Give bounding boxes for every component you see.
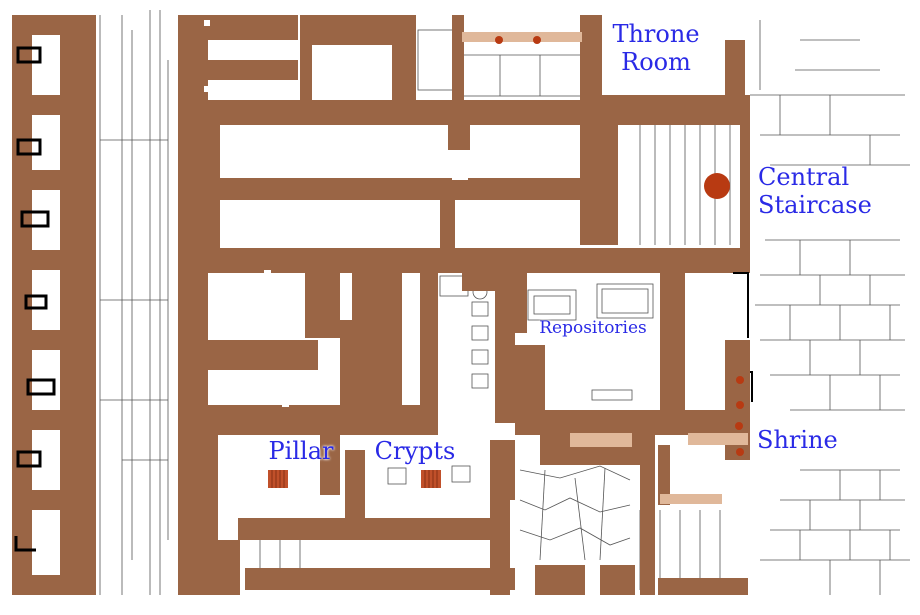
column-base xyxy=(736,376,744,384)
label-shrine: Shrine xyxy=(757,426,838,454)
column-bases xyxy=(495,36,744,456)
column-base xyxy=(533,36,541,44)
label-central-staircase-line2: Staircase xyxy=(758,191,872,219)
label-crypts: Crypts xyxy=(374,437,456,465)
label-central-staircase: Central Staircase xyxy=(758,163,874,219)
column-base xyxy=(736,448,744,456)
label-throne-room-line2: Room xyxy=(621,48,691,76)
label-repositories: Repositories xyxy=(539,318,647,338)
pillar-base xyxy=(268,470,288,488)
column-base xyxy=(735,422,743,430)
label-throne-room-line1: Throne xyxy=(612,20,700,48)
doorways xyxy=(204,20,468,407)
pillar-bases xyxy=(268,470,441,488)
column-base xyxy=(704,173,730,199)
light-walls xyxy=(462,32,748,504)
label-central-staircase-line1: Central xyxy=(758,163,850,191)
label-pillar: Pillar xyxy=(268,437,334,465)
east-boundary xyxy=(733,272,753,402)
column-base xyxy=(495,36,503,44)
pillar-base xyxy=(421,470,441,488)
palace-walls xyxy=(12,15,750,595)
magazine-cists xyxy=(14,46,56,552)
masonry-linework xyxy=(99,10,910,595)
label-throne-room: Throne Room xyxy=(604,20,708,76)
column-base xyxy=(736,401,744,409)
